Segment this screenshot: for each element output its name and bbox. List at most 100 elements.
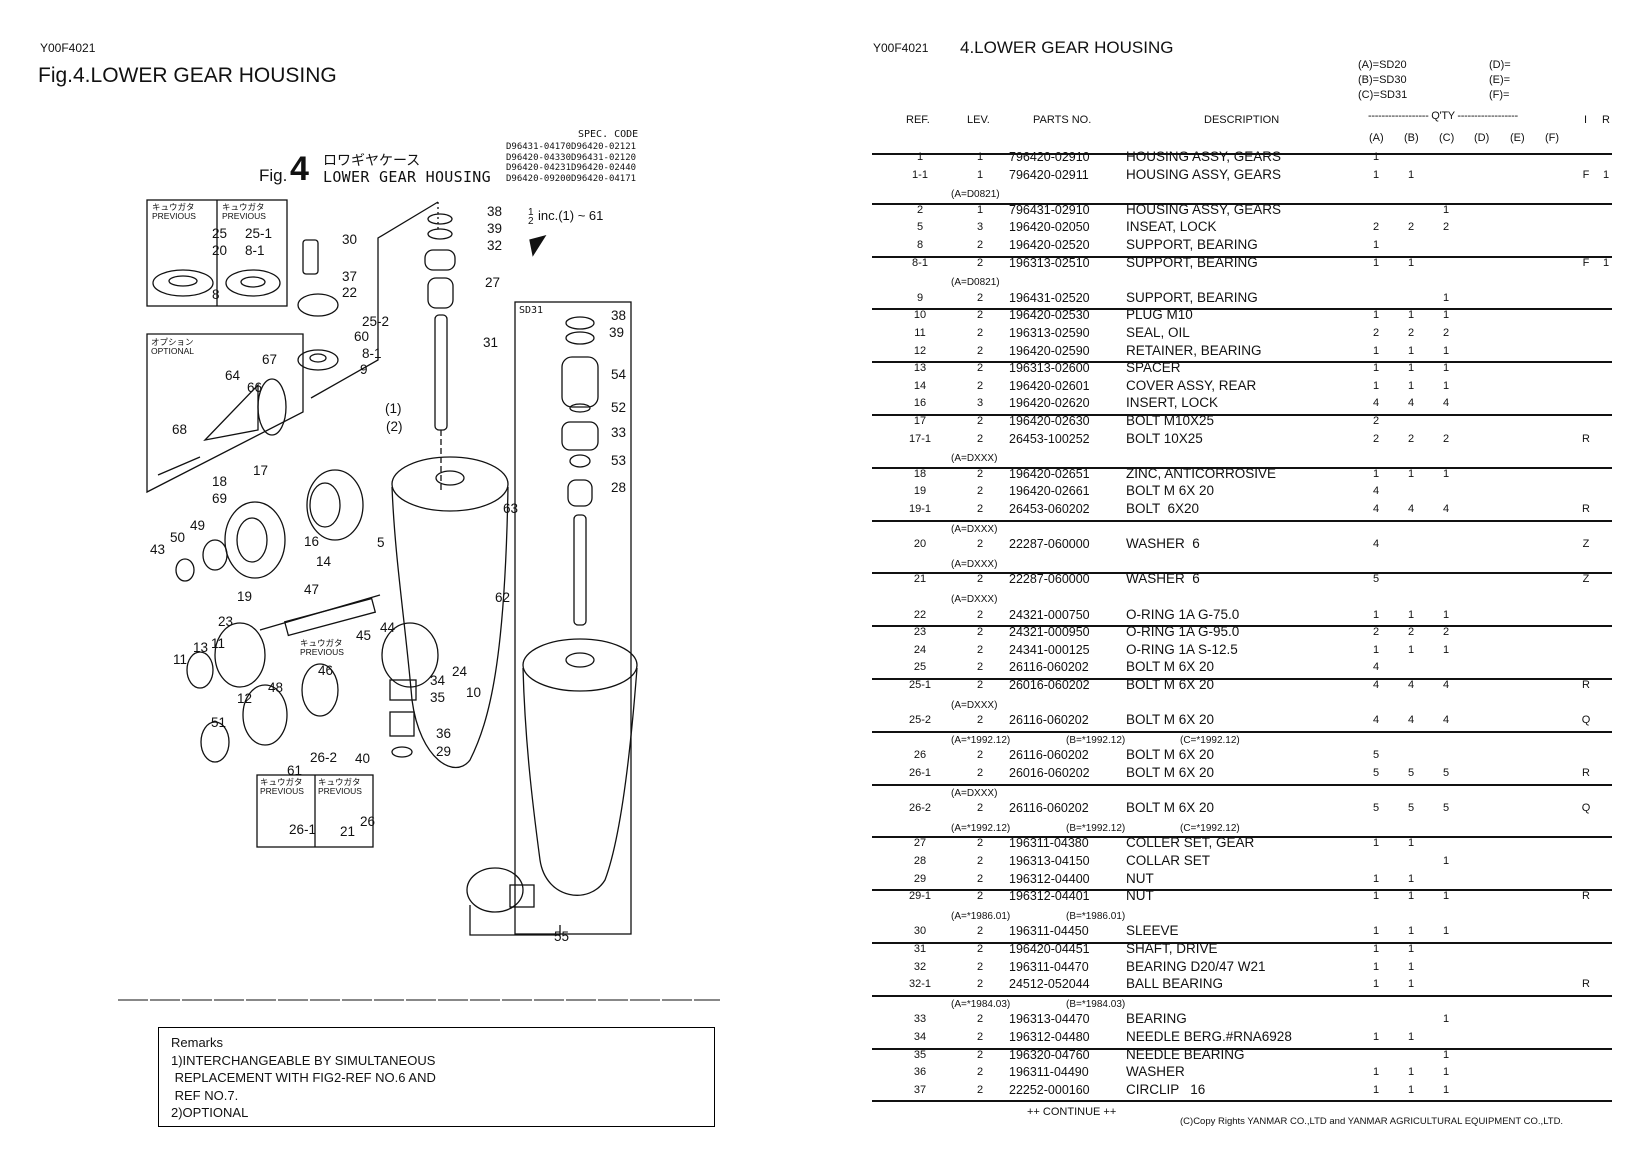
callout-label: 19 (237, 589, 253, 604)
lev-cell: 2 (976, 1066, 984, 1079)
part-number-cell: 196420-02630 (1009, 414, 1090, 428)
description-cell: BALL BEARING (1126, 976, 1224, 992)
ref-cell: 5 (916, 221, 924, 234)
callout-label: 25 (212, 226, 228, 241)
qty-cell: 1 (1372, 239, 1380, 251)
qty-cell: 1 (1442, 203, 1450, 216)
ref-cell: 25 (913, 661, 927, 674)
header-qty-col: (B) (1404, 132, 1419, 144)
qty-cell: 1 (1372, 467, 1380, 480)
description-cell: BEARING D20/47 W21 (1126, 958, 1266, 974)
part-number-cell: 26116-060202 (1009, 801, 1089, 816)
callout-label: 29 (436, 744, 452, 759)
qty-cell: 2 (1372, 626, 1380, 639)
part-number-cell: 196420-04451 (1009, 942, 1090, 956)
callout-label: 12 (237, 691, 253, 706)
qty-cell: 1 (1442, 608, 1450, 621)
qty-cell: 2 (1372, 415, 1380, 427)
callout-label: 10 (466, 685, 482, 700)
qty-cell: 1 (1372, 608, 1380, 621)
lev-cell: 2 (976, 432, 984, 445)
ref-cell: 17 (913, 415, 927, 427)
callout-label: 25-1 (245, 226, 273, 241)
callout-label: 40 (355, 751, 371, 766)
qty-cell: 1 (1442, 379, 1450, 392)
qty-cell: 5 (1372, 767, 1380, 779)
ref-cell: 26-2 (908, 802, 932, 815)
part-number-cell: 196313-02590 (1009, 326, 1090, 340)
lev-cell: 1 (976, 168, 984, 181)
ref-cell: 26 (913, 749, 927, 762)
part-number-cell: 196312-04400 (1009, 871, 1090, 886)
qty-cell: 1 (1407, 978, 1415, 991)
qty-cell: 4 (1407, 503, 1415, 515)
callout-label: 48 (268, 680, 284, 695)
header-qty-col: (C) (1439, 132, 1455, 144)
callout-label: 43 (150, 542, 166, 557)
applicability-note: (A=DXXX) (951, 558, 998, 570)
group-separator (872, 889, 1612, 892)
qty-cell: 4 (1407, 679, 1415, 691)
group-separator (872, 466, 1612, 469)
japanese-title: ロワギヤケース (323, 152, 421, 168)
qty-cell: 1 (1442, 643, 1450, 656)
description-cell: WASHER 6 (1126, 571, 1200, 587)
qty-cell: 1 (1407, 608, 1415, 621)
lev-cell: 2 (976, 767, 984, 779)
description-cell: BOLT M 6X 20 (1126, 659, 1215, 675)
fig-prefix: Fig. (259, 166, 288, 185)
callout-label: 25-2 (362, 314, 390, 329)
callout-label: 45 (356, 628, 372, 643)
lev-cell: 2 (976, 362, 984, 375)
callout-label: 63 (503, 501, 519, 516)
inc-fraction: 1 2 (528, 208, 534, 227)
callout-label: 14 (316, 554, 332, 569)
part-number-cell: 26453-100252 (1009, 431, 1090, 446)
description-cell: O-RING 1A G-95.0 (1126, 624, 1240, 640)
qty-cell: 1 (1407, 943, 1415, 955)
group-separator (872, 308, 1612, 311)
qty-cell: 1 (1407, 960, 1415, 973)
qty-cell: 4 (1442, 397, 1450, 410)
i-cell: R (1582, 432, 1590, 445)
callout-label: 64 (225, 368, 241, 383)
part-number-cell: 196420-02520 (1009, 238, 1090, 252)
qty-cell: 1 (1372, 151, 1380, 163)
inc-note: inc.(1) ~ 61 (538, 208, 604, 223)
callout-label: 39 (609, 325, 625, 340)
callout-label: 47 (304, 582, 320, 597)
lev-cell: 2 (976, 925, 984, 938)
qty-cell: 1 (1442, 291, 1450, 304)
part-number-cell: 196420-02601 (1009, 378, 1090, 393)
qty-cell: 1 (1372, 872, 1380, 885)
qty-cell: 4 (1407, 714, 1415, 727)
legend-e: (E)= (1489, 74, 1511, 86)
callout-label: 30 (342, 232, 358, 247)
part-number-cell: 196311-04490 (1009, 1065, 1089, 1080)
legend-c: (C)=SD31 (1358, 89, 1408, 101)
part-number-cell: 26116-060202 (1009, 748, 1089, 763)
spec-code: D96420-09200 (506, 173, 572, 184)
description-cell: BOLT M 6X 20 (1126, 765, 1215, 780)
qty-cell: 4 (1372, 503, 1380, 515)
part-number-cell: 196313-02510 (1009, 255, 1090, 270)
applicability-note: (A=*1984.03) (951, 998, 1011, 1010)
spec-code: D96431-04170 (506, 142, 572, 152)
callout-label: 62 (495, 590, 511, 605)
description-cell: BOLT M 6X 20 (1126, 483, 1215, 499)
label-jp: キュウガタ (300, 638, 343, 648)
spec-code: D96420-04330 (506, 152, 572, 163)
description-cell: SUPPORT, BEARING (1126, 289, 1258, 305)
ref-cell: 19 (913, 485, 927, 498)
callout-label: 11 (211, 636, 226, 651)
qty-cell: 1 (1372, 1031, 1380, 1043)
qty-cell: 2 (1407, 626, 1415, 639)
lev-cell: 2 (976, 872, 984, 885)
qty-cell: 5 (1372, 749, 1380, 762)
qty-cell: 1 (1372, 960, 1380, 973)
i-cell: Q (1581, 714, 1591, 727)
description-cell: NUT (1126, 888, 1154, 904)
part-number-cell: 196420-02620 (1009, 396, 1090, 411)
qty-cell: 5 (1372, 802, 1380, 815)
